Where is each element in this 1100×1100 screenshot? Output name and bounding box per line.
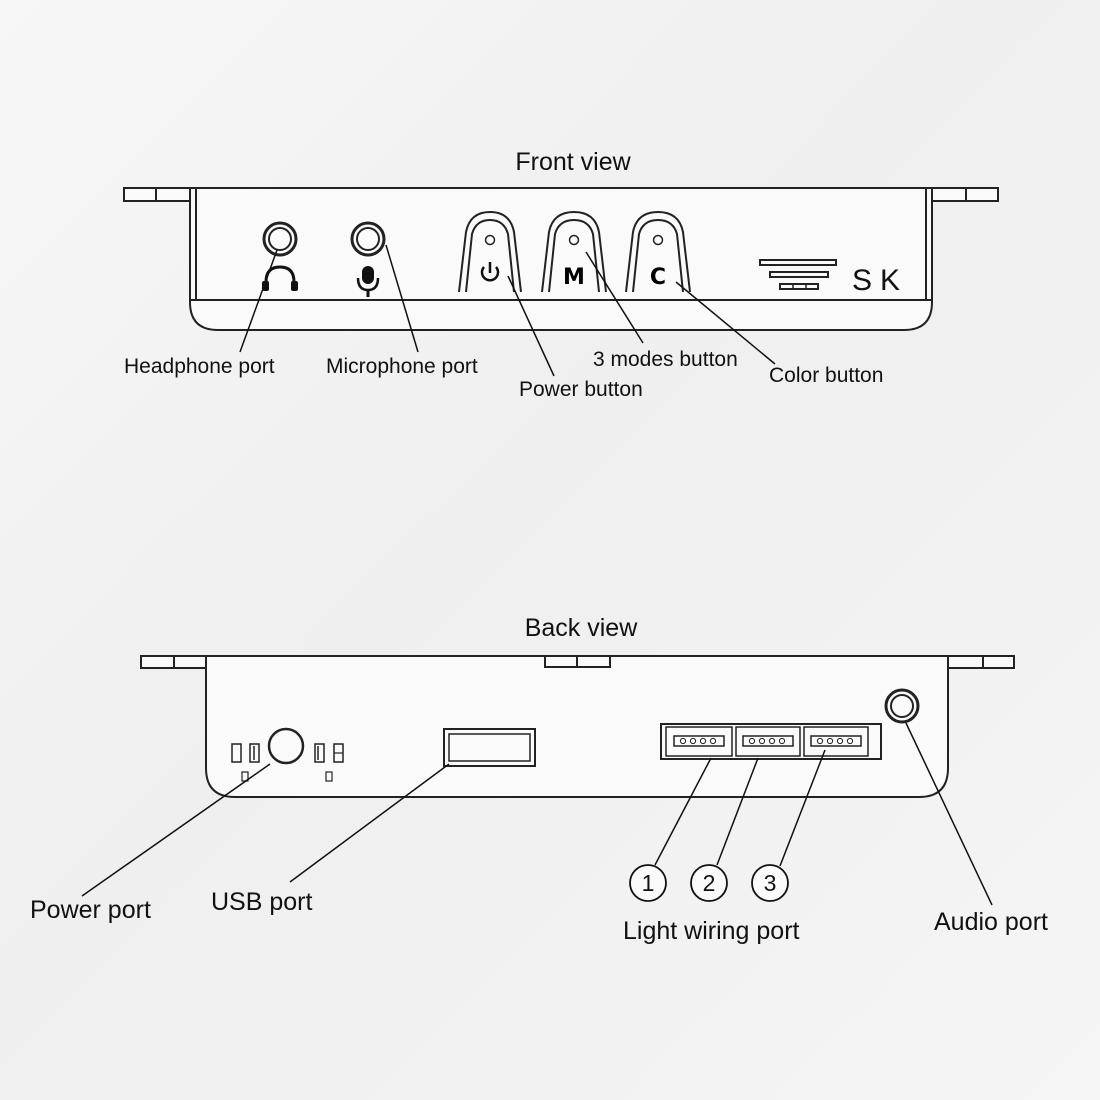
- light-wiring-connector-3[interactable]: [803, 726, 869, 757]
- back-panel: [140, 655, 1015, 798]
- power-icon: [480, 262, 500, 282]
- modes-button-glyph: M: [563, 265, 585, 290]
- headphone-port-label: Headphone port: [124, 355, 275, 378]
- brand-text: SK: [852, 264, 908, 297]
- microphone-jack[interactable]: [350, 221, 386, 257]
- brand-logo: [759, 259, 837, 290]
- back-right-tab: [947, 655, 1015, 669]
- light-wiring-connector-1[interactable]: [665, 726, 733, 757]
- power-button[interactable]: [458, 210, 522, 293]
- port-number-1-text: 1: [642, 870, 655, 896]
- port-number-2-text: 2: [703, 870, 716, 896]
- power-button-label: Power button: [519, 378, 643, 401]
- microphone-port-label: Microphone port: [326, 355, 478, 378]
- audio-port-label: Audio port: [934, 908, 1048, 936]
- light-wiring-block: [660, 723, 882, 760]
- back-body: [205, 655, 949, 798]
- color-button[interactable]: C: [625, 210, 691, 293]
- port-number-3-text: 3: [764, 870, 777, 896]
- color-button-label: Color button: [769, 364, 883, 387]
- microphone-icon: [356, 266, 380, 297]
- front-view-title: Front view: [515, 148, 631, 176]
- back-callout-lines: [81, 722, 993, 906]
- port-number-3: 3: [751, 864, 789, 902]
- port-number-2: 2: [690, 864, 728, 902]
- power-port-label: Power port: [30, 896, 151, 924]
- color-button-glyph: C: [650, 265, 666, 290]
- back-view-title: Back view: [525, 614, 638, 642]
- audio-port[interactable]: [884, 688, 920, 724]
- light-wiring-port-label: Light wiring port: [623, 917, 800, 945]
- port-number-1: 1: [629, 864, 667, 902]
- usb-port-label: USB port: [211, 888, 312, 916]
- modes-button[interactable]: M: [541, 210, 607, 293]
- light-wiring-connector-2[interactable]: [735, 726, 801, 757]
- front-callout-lines: [239, 244, 776, 377]
- power-port[interactable]: [231, 727, 344, 782]
- usb-port[interactable]: [443, 728, 536, 767]
- modes-button-label: 3 modes button: [593, 348, 738, 371]
- headphone-jack[interactable]: [262, 221, 298, 257]
